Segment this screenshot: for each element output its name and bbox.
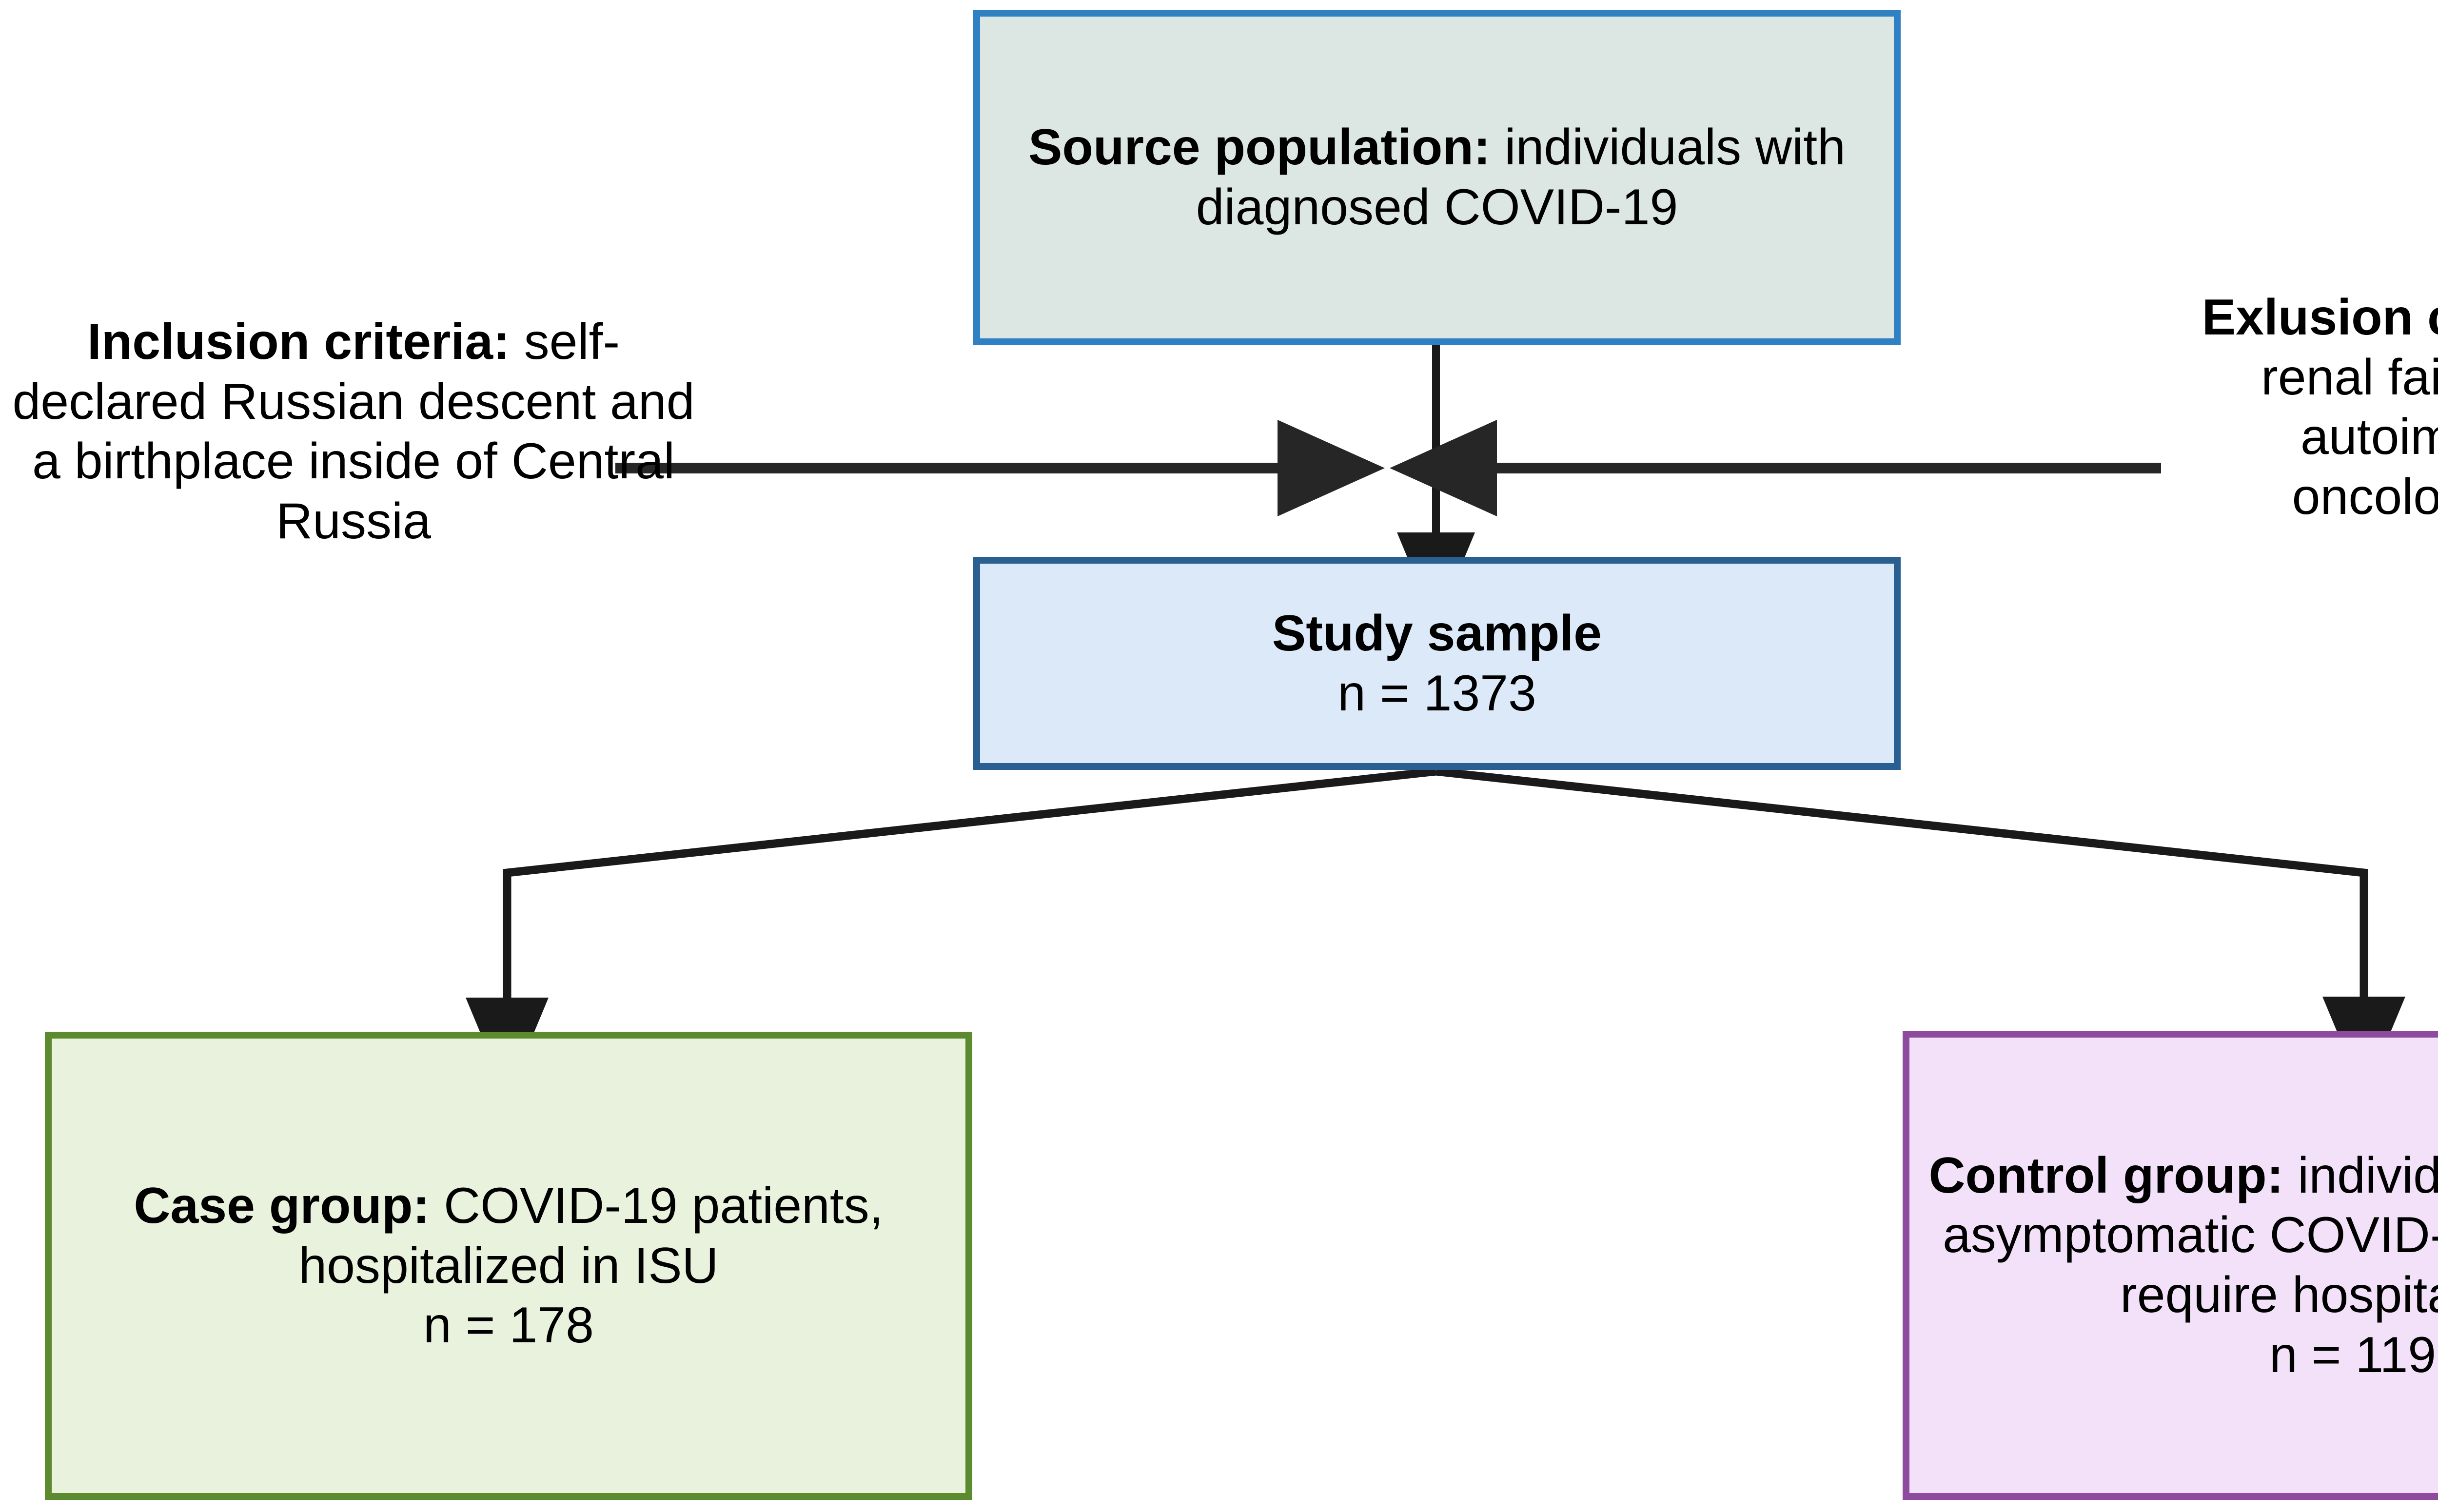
node-control-group-label-bold: Control group:	[1928, 1147, 2284, 1204]
study-to-case-arrow	[466, 767, 1436, 1097]
node-case-group-text: Case group: COVID-19 patients, hospitali…	[52, 1176, 965, 1355]
node-case-group-label-rest: COVID-19 patients, hospitalized in ISU	[298, 1177, 884, 1294]
node-control-group-text: Control group: individuals with mild or …	[1909, 1146, 2438, 1385]
node-control-group-count: n = 1195	[2269, 1326, 2438, 1383]
label-exclusion-criteria: Exlusion criteria: hepatic or renal fail…	[2172, 288, 2438, 527]
label-inclusion-criteria: Inclusion criteria: self-declared Russia…	[5, 312, 702, 551]
node-case-group-count: n = 178	[423, 1297, 594, 1354]
node-source-population-label-bold: Source population:	[1028, 119, 1491, 176]
node-case-group[interactable]: Case group: COVID-19 patients, hospitali…	[45, 1032, 972, 1500]
node-study-sample-label-bold: Study sample	[1272, 605, 1602, 662]
node-case-group-label-bold: Case group:	[134, 1177, 430, 1234]
node-source-population-label-rest: individuals with diagnosed COVID-19	[1196, 119, 1846, 236]
node-control-group[interactable]: Control group: individuals with mild or …	[1903, 1031, 2438, 1500]
study-to-control-arrow	[1435, 767, 2405, 1096]
label-exclusion-criteria-bold: Exlusion criteria:	[2202, 289, 2438, 346]
node-source-population[interactable]: Source population: individuals with diag…	[973, 10, 1901, 345]
node-source-population-text: Source population: individuals with diag…	[980, 118, 1894, 237]
node-study-sample[interactable]: Study sample n = 1373	[973, 557, 1901, 770]
label-exclusion-criteria-rest: hepatic or renal failure, endocrine, aut…	[2261, 349, 2438, 526]
label-inclusion-criteria-bold: Inclusion criteria:	[87, 314, 510, 370]
label-inclusion-criteria-rest: self-declared Russian descent and a birt…	[12, 314, 695, 550]
node-control-group-label-rest: individuals with mild or asymptomatic CO…	[1943, 1147, 2438, 1323]
node-study-sample-count: n = 1373	[1337, 665, 1536, 722]
node-study-sample-text: Study sample n = 1373	[980, 604, 1894, 723]
